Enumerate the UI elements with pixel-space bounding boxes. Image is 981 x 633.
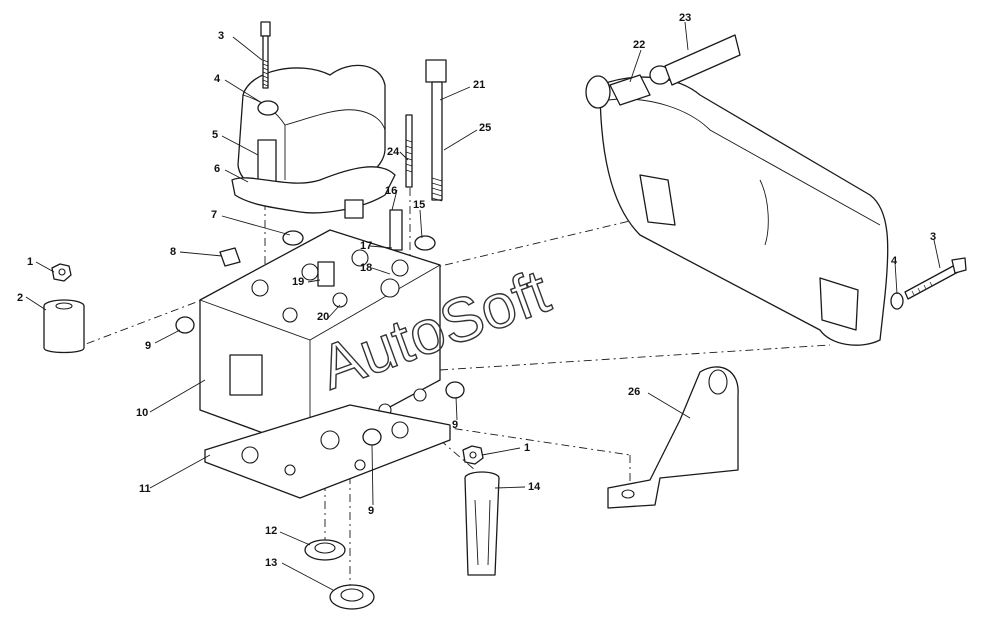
callout-21: 21 <box>473 79 485 91</box>
callout-9-left: 9 <box>145 340 151 352</box>
head-gasket <box>204 404 451 499</box>
injector-tube <box>464 471 500 576</box>
callout-25: 25 <box>479 122 491 134</box>
callout-1-left: 1 <box>27 256 33 268</box>
cover-bolt <box>260 21 271 89</box>
callout-labels: 3 4 5 6 7 8 1 2 9 10 11 12 13 9 9 1 14 1… <box>17 12 936 569</box>
callout-6: 6 <box>214 163 220 175</box>
stud <box>405 114 413 188</box>
callout-12: 12 <box>265 525 277 537</box>
callout-18: 18 <box>360 262 372 274</box>
callout-8: 8 <box>170 246 176 258</box>
callout-20: 20 <box>317 311 329 323</box>
callout-16: 16 <box>385 185 397 197</box>
seal-ring-13 <box>329 584 375 610</box>
lifting-bracket <box>607 366 739 509</box>
callout-15: 15 <box>413 199 425 211</box>
callout-24: 24 <box>387 146 400 158</box>
callout-10: 10 <box>136 407 148 419</box>
plug-9-left <box>175 316 195 334</box>
manifold-side-bolt <box>904 257 967 300</box>
seal-ring-12 <box>304 539 346 561</box>
manifold-washer <box>890 292 904 310</box>
callout-13: 13 <box>265 557 277 569</box>
callout-17: 17 <box>360 240 372 252</box>
sleeve-16 <box>344 199 364 219</box>
callout-22: 22 <box>633 39 645 51</box>
callout-9-bottom: 9 <box>368 505 374 517</box>
callout-4-right: 4 <box>891 255 898 267</box>
long-head-bolt <box>425 59 447 202</box>
plug-15 <box>414 235 436 251</box>
callout-3-upper: 3 <box>218 30 224 42</box>
callout-9-right: 9 <box>452 419 458 431</box>
callout-7: 7 <box>211 209 217 221</box>
leader-lines <box>25 21 941 591</box>
plug-9-right <box>445 381 465 399</box>
plug-8 <box>219 247 241 267</box>
callout-14: 14 <box>528 481 541 493</box>
injector-sleeve <box>389 209 403 251</box>
nut-right <box>462 445 484 465</box>
callout-3-right: 3 <box>930 231 936 243</box>
callout-1-right: 1 <box>524 442 530 454</box>
sleeve-left <box>43 299 85 354</box>
plug-7 <box>282 230 304 246</box>
callout-2: 2 <box>17 292 23 304</box>
plug-9-bottom <box>362 428 382 446</box>
callout-4-upper: 4 <box>214 73 221 85</box>
nut-left <box>51 263 72 282</box>
cylinder-head <box>199 229 441 451</box>
callout-5: 5 <box>212 129 218 141</box>
cover-washer <box>257 100 279 116</box>
callout-26: 26 <box>628 386 640 398</box>
callout-23: 23 <box>679 12 691 24</box>
callout-11: 11 <box>139 483 151 495</box>
callout-19: 19 <box>292 276 304 288</box>
manifold-bolt <box>609 34 741 106</box>
exhaust-manifold <box>585 75 889 346</box>
valve-cover <box>237 64 386 196</box>
